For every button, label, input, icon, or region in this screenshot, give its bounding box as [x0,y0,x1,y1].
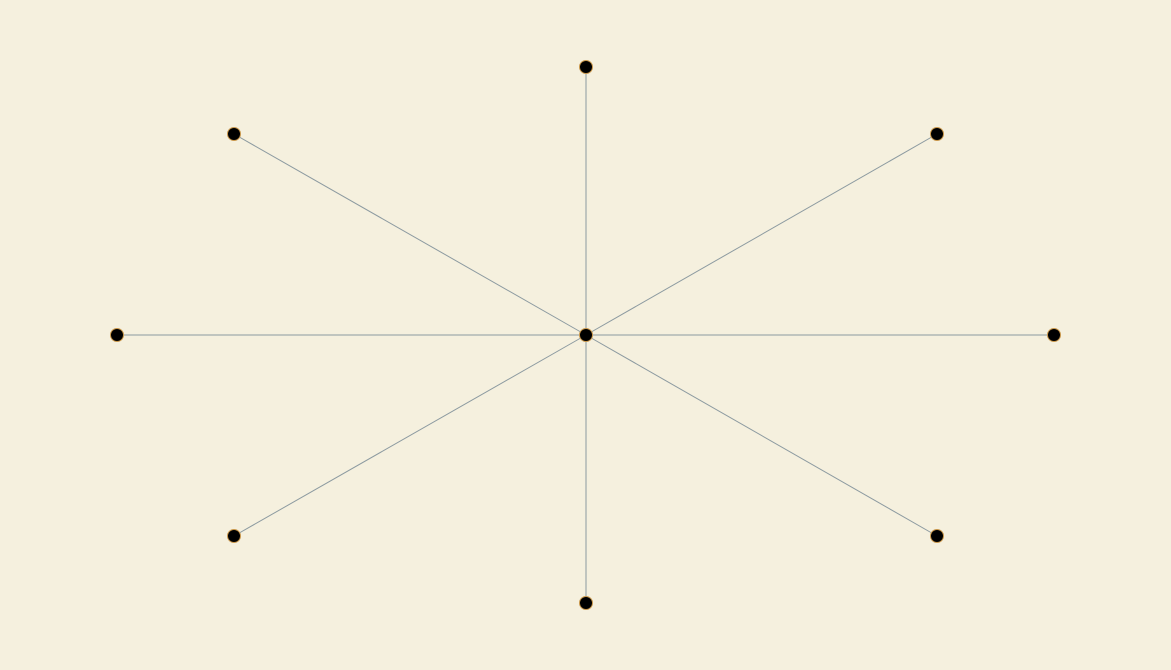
node-sw[interactable] [227,529,241,543]
edge-layer [117,67,1054,603]
node-w[interactable] [110,328,124,342]
edge-center-se [585,334,938,537]
node-ne[interactable] [930,127,944,141]
node-layer [110,60,1061,610]
node-n[interactable] [579,60,593,74]
node-center[interactable] [579,328,593,342]
edge-center-ne [585,133,938,336]
node-nw[interactable] [227,127,241,141]
node-e[interactable] [1047,328,1061,342]
edge-center-sw [233,334,587,537]
edge-center-nw [233,133,587,336]
node-se[interactable] [930,529,944,543]
node-s[interactable] [579,596,593,610]
